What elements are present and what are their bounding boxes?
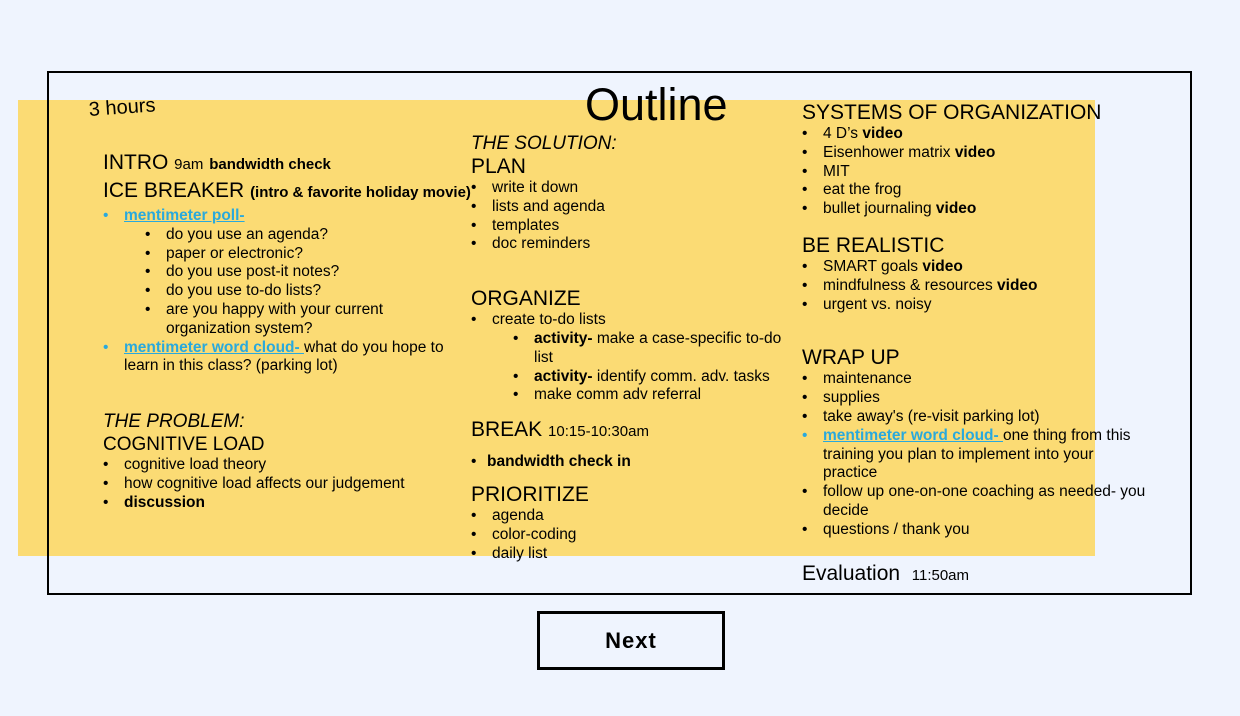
list-item: take away's (re-visit parking lot)	[802, 408, 1152, 427]
cognitive-load-heading: COGNITIVE LOAD	[103, 434, 265, 456]
evaluation-time: 11:50am	[911, 566, 970, 584]
solution-label: THE SOLUTION:	[471, 133, 617, 154]
list-item: MIT	[802, 163, 1152, 182]
cognitive-load-list: cognitive load theory how cognitive load…	[103, 456, 463, 512]
list-item: do you use post-it notes?	[145, 263, 463, 282]
list-item: doc reminders	[471, 235, 791, 254]
list-item: make comm adv referral	[513, 386, 791, 405]
list-item: Eisenhower matrix video	[802, 144, 1152, 163]
list-item: color-coding	[471, 526, 791, 545]
plan-list: write it down lists and agenda templates…	[471, 179, 791, 254]
list-item: maintenance	[802, 370, 1152, 389]
list-item: questions / thank you	[802, 521, 1152, 540]
list-item: bullet journaling video	[802, 200, 1152, 219]
next-button[interactable]: Next	[537, 611, 725, 670]
list-item: activity- identify comm. adv. tasks	[513, 368, 791, 387]
icebreaker-list: mentimeter poll-	[103, 207, 463, 226]
video-label: video	[922, 257, 963, 275]
column-solution: THE SOLUTION: PLAN write it down lists a…	[471, 132, 791, 563]
list-item: bandwidth check in	[471, 453, 791, 472]
list-item: lists and agenda	[471, 198, 791, 217]
video-label: video	[997, 276, 1038, 294]
break-time: 10:15-10:30am	[548, 423, 649, 441]
list-item: mentimeter poll-	[103, 207, 463, 226]
problem-label: THE PROBLEM:	[103, 411, 245, 433]
column-intro: INTRO 9am bandwidth check ICE BREAKER (i…	[103, 151, 471, 513]
prioritize-list: agenda color-coding daily list	[471, 507, 791, 563]
mentimeter-wordcloud-link[interactable]: mentimeter word cloud-	[823, 426, 1003, 444]
list-item: write it down	[471, 179, 791, 198]
list-item: do you use to-do lists?	[145, 282, 463, 301]
systems-list: 4 D’s video Eisenhower matrix video MIT …	[802, 125, 1152, 219]
wordcloud-list: mentimeter word cloud- what do you hope …	[103, 339, 463, 377]
list-item: daily list	[471, 545, 791, 564]
list-item: eat the frog	[802, 181, 1152, 200]
list-item: cognitive load theory	[103, 456, 463, 475]
duration-label: 3 hours	[88, 94, 157, 121]
list-item: urgent vs. noisy	[802, 296, 1152, 315]
organize-heading: ORGANIZE	[471, 287, 581, 311]
break-heading: BREAK 10:15-10:30am	[471, 418, 649, 442]
poll-questions: do you use an agenda? paper or electroni…	[145, 226, 463, 339]
list-item: templates	[471, 217, 791, 236]
list-item: 4 D’s video	[802, 125, 1152, 144]
outline-frame	[47, 71, 1192, 595]
list-item: mindfulness & resources video	[802, 277, 1152, 296]
page-title: Outline	[585, 79, 728, 130]
list-item: mentimeter word cloud- what do you hope …	[103, 339, 463, 377]
mentimeter-wordcloud-link[interactable]: mentimeter word cloud-	[124, 338, 304, 356]
list-item: activity- make a case-specific to-do lis…	[513, 330, 791, 368]
mentimeter-poll-link[interactable]: mentimeter poll-	[124, 207, 245, 224]
evaluation-heading: Evaluation 11:50am	[802, 561, 970, 585]
list-item: mentimeter word cloud- one thing from th…	[802, 427, 1152, 483]
video-label: video	[954, 143, 996, 161]
prioritize-heading: PRIORITIZE	[471, 482, 589, 506]
break-list: bandwidth check in	[471, 453, 791, 472]
wrap-up-list: maintenance supplies take away's (re-vis…	[802, 370, 1152, 539]
list-item: are you happy with your current organiza…	[145, 301, 463, 339]
list-item: discussion	[103, 494, 463, 513]
icebreaker-note: (intro & favorite holiday movie)	[250, 184, 471, 201]
list-item: paper or electronic?	[145, 245, 463, 264]
wrap-up-heading: WRAP UP	[802, 346, 900, 370]
icebreaker-heading: ICE BREAKER (intro & favorite holiday mo…	[103, 179, 471, 202]
intro-note: bandwidth check	[209, 156, 331, 173]
realistic-heading: BE REALISTIC	[802, 233, 945, 257]
list-item: SMART goals video	[802, 258, 1152, 277]
intro-time: 9am	[174, 156, 204, 173]
systems-heading: SYSTEMS OF ORGANIZATION	[802, 101, 1102, 124]
list-item: create to-do lists	[471, 311, 791, 330]
wordcloud-prompt: what do you hope to learn in this class?…	[124, 338, 444, 375]
list-item: supplies	[802, 389, 1152, 408]
column-systems: SYSTEMS OF ORGANIZATION 4 D’s video Eise…	[802, 101, 1152, 588]
list-item: follow up one-on-one coaching as needed-…	[802, 483, 1152, 521]
list-item: how cognitive load affects our judgement	[103, 475, 463, 494]
discussion-label: discussion	[124, 493, 205, 511]
video-label: video	[935, 200, 977, 218]
list-item: agenda	[471, 507, 791, 526]
list-item: do you use an agenda?	[145, 226, 463, 245]
wordcloud-prompt: one thing from this training you plan to…	[823, 426, 1131, 482]
plan-heading: PLAN	[471, 155, 526, 178]
organize-list: create to-do lists	[471, 311, 791, 330]
video-label: video	[862, 125, 903, 142]
intro-heading: INTRO 9am bandwidth check	[103, 151, 331, 174]
realistic-list: SMART goals video mindfulness & resource…	[802, 258, 1152, 314]
organize-activities: activity- make a case-specific to-do lis…	[513, 330, 791, 405]
